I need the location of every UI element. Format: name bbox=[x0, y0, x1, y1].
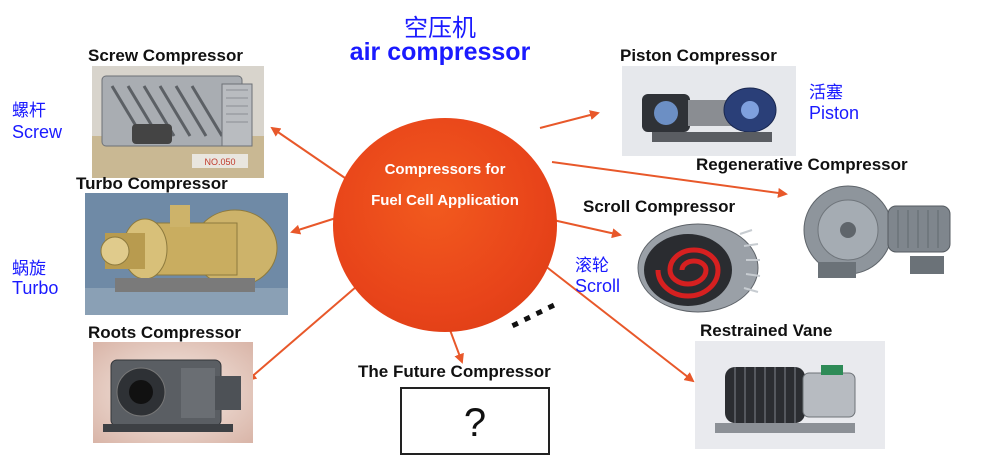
screw-label: Screw Compressor bbox=[88, 46, 243, 65]
title-chinese: 空压机 bbox=[404, 14, 476, 42]
screw-en-label: Screw bbox=[12, 122, 63, 142]
arrow-to-piston bbox=[539, 110, 600, 129]
arrow-to-vane bbox=[534, 257, 695, 383]
dot bbox=[535, 308, 543, 316]
screw-cn-label: 螺杆 bbox=[12, 101, 46, 121]
roots-compressor-image bbox=[93, 342, 253, 443]
hub-text-line1: Compressors for bbox=[384, 161, 506, 178]
scroll-cn-label: 滚轮 bbox=[575, 256, 609, 276]
regenerative-label: Regenerative Compressor bbox=[696, 155, 908, 174]
regenerative-compressor-image bbox=[790, 178, 970, 284]
piston-cn-label: 活塞 bbox=[809, 83, 843, 103]
piston-label: Piston Compressor bbox=[620, 46, 777, 65]
roots-label: Roots Compressor bbox=[88, 323, 242, 342]
screw-plate-text: NO.050 bbox=[204, 157, 235, 167]
piston-en-label: Piston bbox=[809, 103, 860, 123]
scroll-label: Scroll Compressor bbox=[583, 197, 736, 216]
scroll-compressor-image bbox=[628, 216, 773, 316]
vane-label: Restrained Vane bbox=[700, 321, 833, 340]
dot bbox=[523, 314, 531, 322]
arrow-to-scroll bbox=[552, 219, 622, 239]
arrow-to-turbo bbox=[290, 217, 337, 235]
turbo-cn-label: 蜗旋 bbox=[12, 259, 46, 279]
future-label: The Future Compressor bbox=[358, 362, 551, 381]
hub-circle bbox=[333, 118, 557, 332]
screw-compressor-image: NO.050 bbox=[92, 66, 264, 178]
vane-compressor-image bbox=[695, 341, 885, 449]
arrow-to-screw bbox=[270, 126, 346, 179]
future-question-box: ? bbox=[400, 387, 550, 455]
dot bbox=[511, 320, 519, 328]
piston-compressor-image bbox=[622, 66, 796, 156]
arrow-to-regenerative bbox=[551, 161, 788, 198]
turbo-en-label: Turbo bbox=[12, 278, 59, 298]
arrow-to-future bbox=[449, 329, 464, 364]
dot bbox=[547, 302, 555, 310]
turbo-compressor-image bbox=[85, 193, 288, 315]
title-english: air compressor bbox=[349, 38, 531, 66]
scroll-en-label: Scroll bbox=[575, 276, 621, 296]
hub-text-line2: Fuel Cell Application bbox=[371, 192, 519, 209]
turbo-label: Turbo Compressor bbox=[76, 174, 228, 193]
